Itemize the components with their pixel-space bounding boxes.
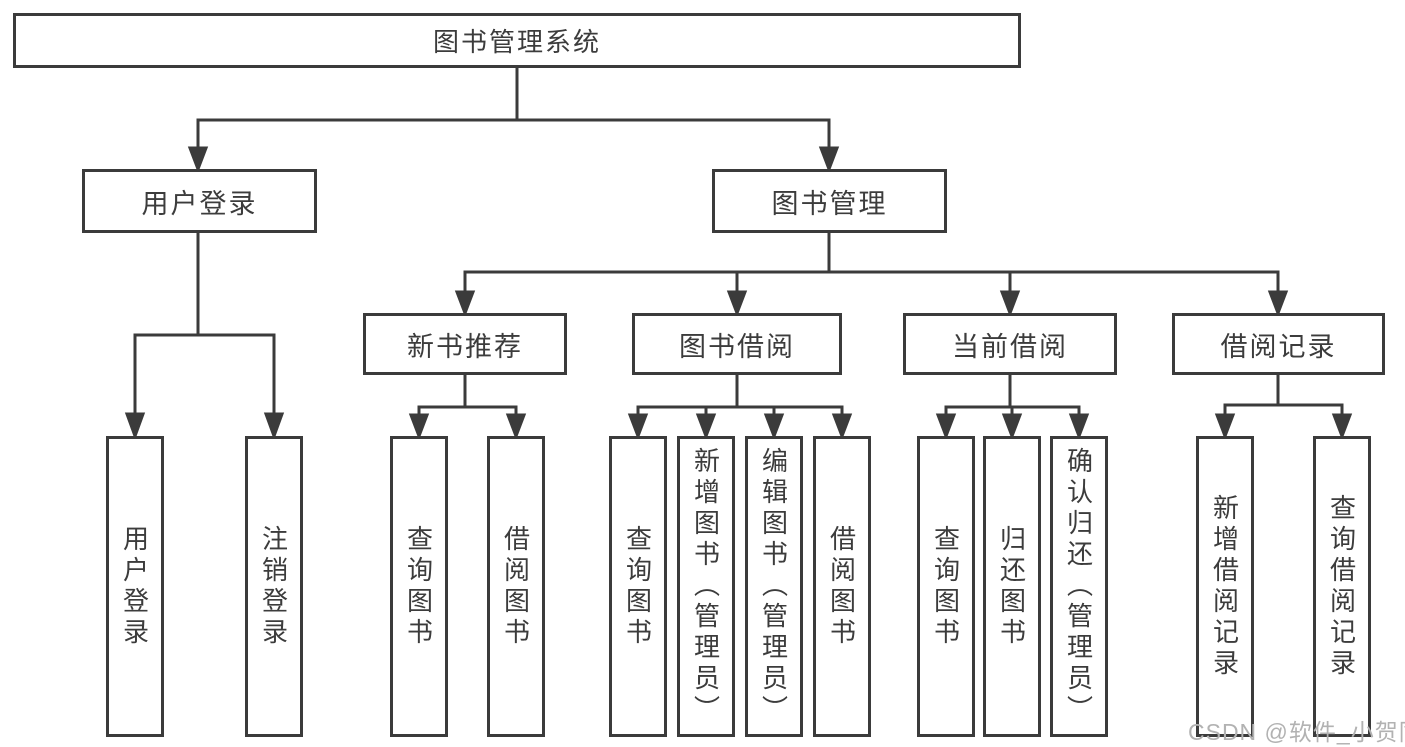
- leaf-label: 查询图书: [403, 524, 434, 649]
- leaf-borrow-books: 借阅图书: [813, 436, 871, 737]
- leaf-return-books: 归还图书: [983, 436, 1041, 737]
- leaf-add-borrow-record: 新增借阅记录: [1196, 436, 1254, 737]
- node-label: 图书借阅: [679, 331, 795, 362]
- leaf-query-borrow-record: 查询借阅记录: [1313, 436, 1371, 737]
- leaf-label: 新增借阅记录: [1209, 493, 1240, 680]
- node-book-management: 图书管理: [712, 169, 947, 233]
- node-book-borrow: 图书借阅: [632, 313, 842, 375]
- node-label: 图书管理: [771, 188, 888, 219]
- leaf-label: 编辑图书（管理员）: [758, 447, 789, 726]
- leaf-user-login: 用户登录: [106, 436, 164, 737]
- node-borrow-records: 借阅记录: [1172, 313, 1385, 375]
- leaf-query-books-current: 查询图书: [917, 436, 975, 737]
- leaf-label: 借阅图书: [500, 524, 531, 649]
- leaf-query-books-recommend: 查询图书: [390, 436, 448, 737]
- node-label: 用户登录: [141, 188, 258, 219]
- node-label: 借阅记录: [1220, 331, 1337, 362]
- leaf-label: 用户登录: [119, 524, 150, 649]
- node-user-login: 用户登录: [82, 169, 317, 233]
- node-label: 新书推荐: [407, 331, 523, 362]
- leaf-label: 确认归还（管理员）: [1063, 447, 1094, 726]
- node-new-book-recommend: 新书推荐: [363, 313, 567, 375]
- leaf-label: 借阅图书: [826, 524, 857, 649]
- leaf-query-books-borrow: 查询图书: [609, 436, 667, 737]
- leaf-label: 新增图书（管理员）: [690, 447, 721, 726]
- leaf-label: 注销登录: [258, 524, 289, 649]
- node-current-borrow: 当前借阅: [903, 313, 1117, 375]
- leaf-add-books-admin: 新增图书（管理员）: [677, 436, 735, 737]
- watermark: CSDN @软件_小贺同学: [1188, 719, 1405, 745]
- node-library-system: 图书管理系统: [13, 13, 1021, 68]
- leaf-label: 查询图书: [622, 524, 653, 649]
- leaf-borrow-books-recommend: 借阅图书: [487, 436, 545, 737]
- leaf-label: 查询借阅记录: [1326, 493, 1357, 680]
- node-label: 图书管理系统: [432, 27, 601, 57]
- node-label: 当前借阅: [952, 331, 1068, 362]
- leaf-label: 归还图书: [996, 524, 1027, 649]
- leaf-label: 查询图书: [930, 524, 961, 649]
- leaf-edit-books-admin: 编辑图书（管理员）: [745, 436, 803, 737]
- leaf-confirm-return-admin: 确认归还（管理员）: [1050, 436, 1108, 737]
- leaf-logout: 注销登录: [245, 436, 303, 737]
